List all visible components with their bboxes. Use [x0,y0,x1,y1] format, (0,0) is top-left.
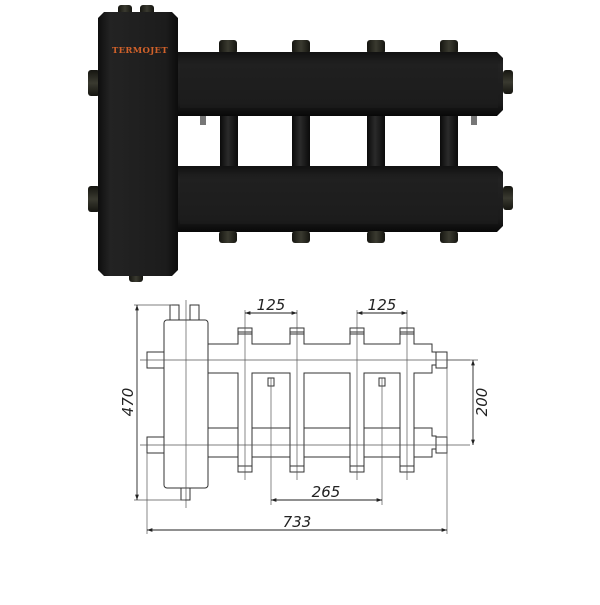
separator-body: TERMOJET [88,5,178,282]
air-vent-icons [200,116,477,125]
connecting-pipes [220,112,458,170]
lower-header-outline [208,373,448,473]
dimension-drawing: 125 125 470 200 265 733 [0,290,600,600]
upper-header [178,40,513,116]
dim-label-125-left: 125 [257,296,286,314]
dimension-lines [135,305,475,532]
brand-label: TERMOJET [112,46,168,56]
dim-label-265: 265 [312,483,341,501]
dim-label-470: 470 [119,388,137,417]
upper-header-outline [208,327,448,473]
dim-label-733: 733 [283,513,312,531]
center-lines [134,300,478,534]
separator-outline [146,304,209,501]
product-photo: TERMOJET [0,0,600,290]
dim-label-125-right: 125 [368,296,397,314]
dim-label-200: 200 [473,388,491,417]
lower-header [178,166,513,243]
